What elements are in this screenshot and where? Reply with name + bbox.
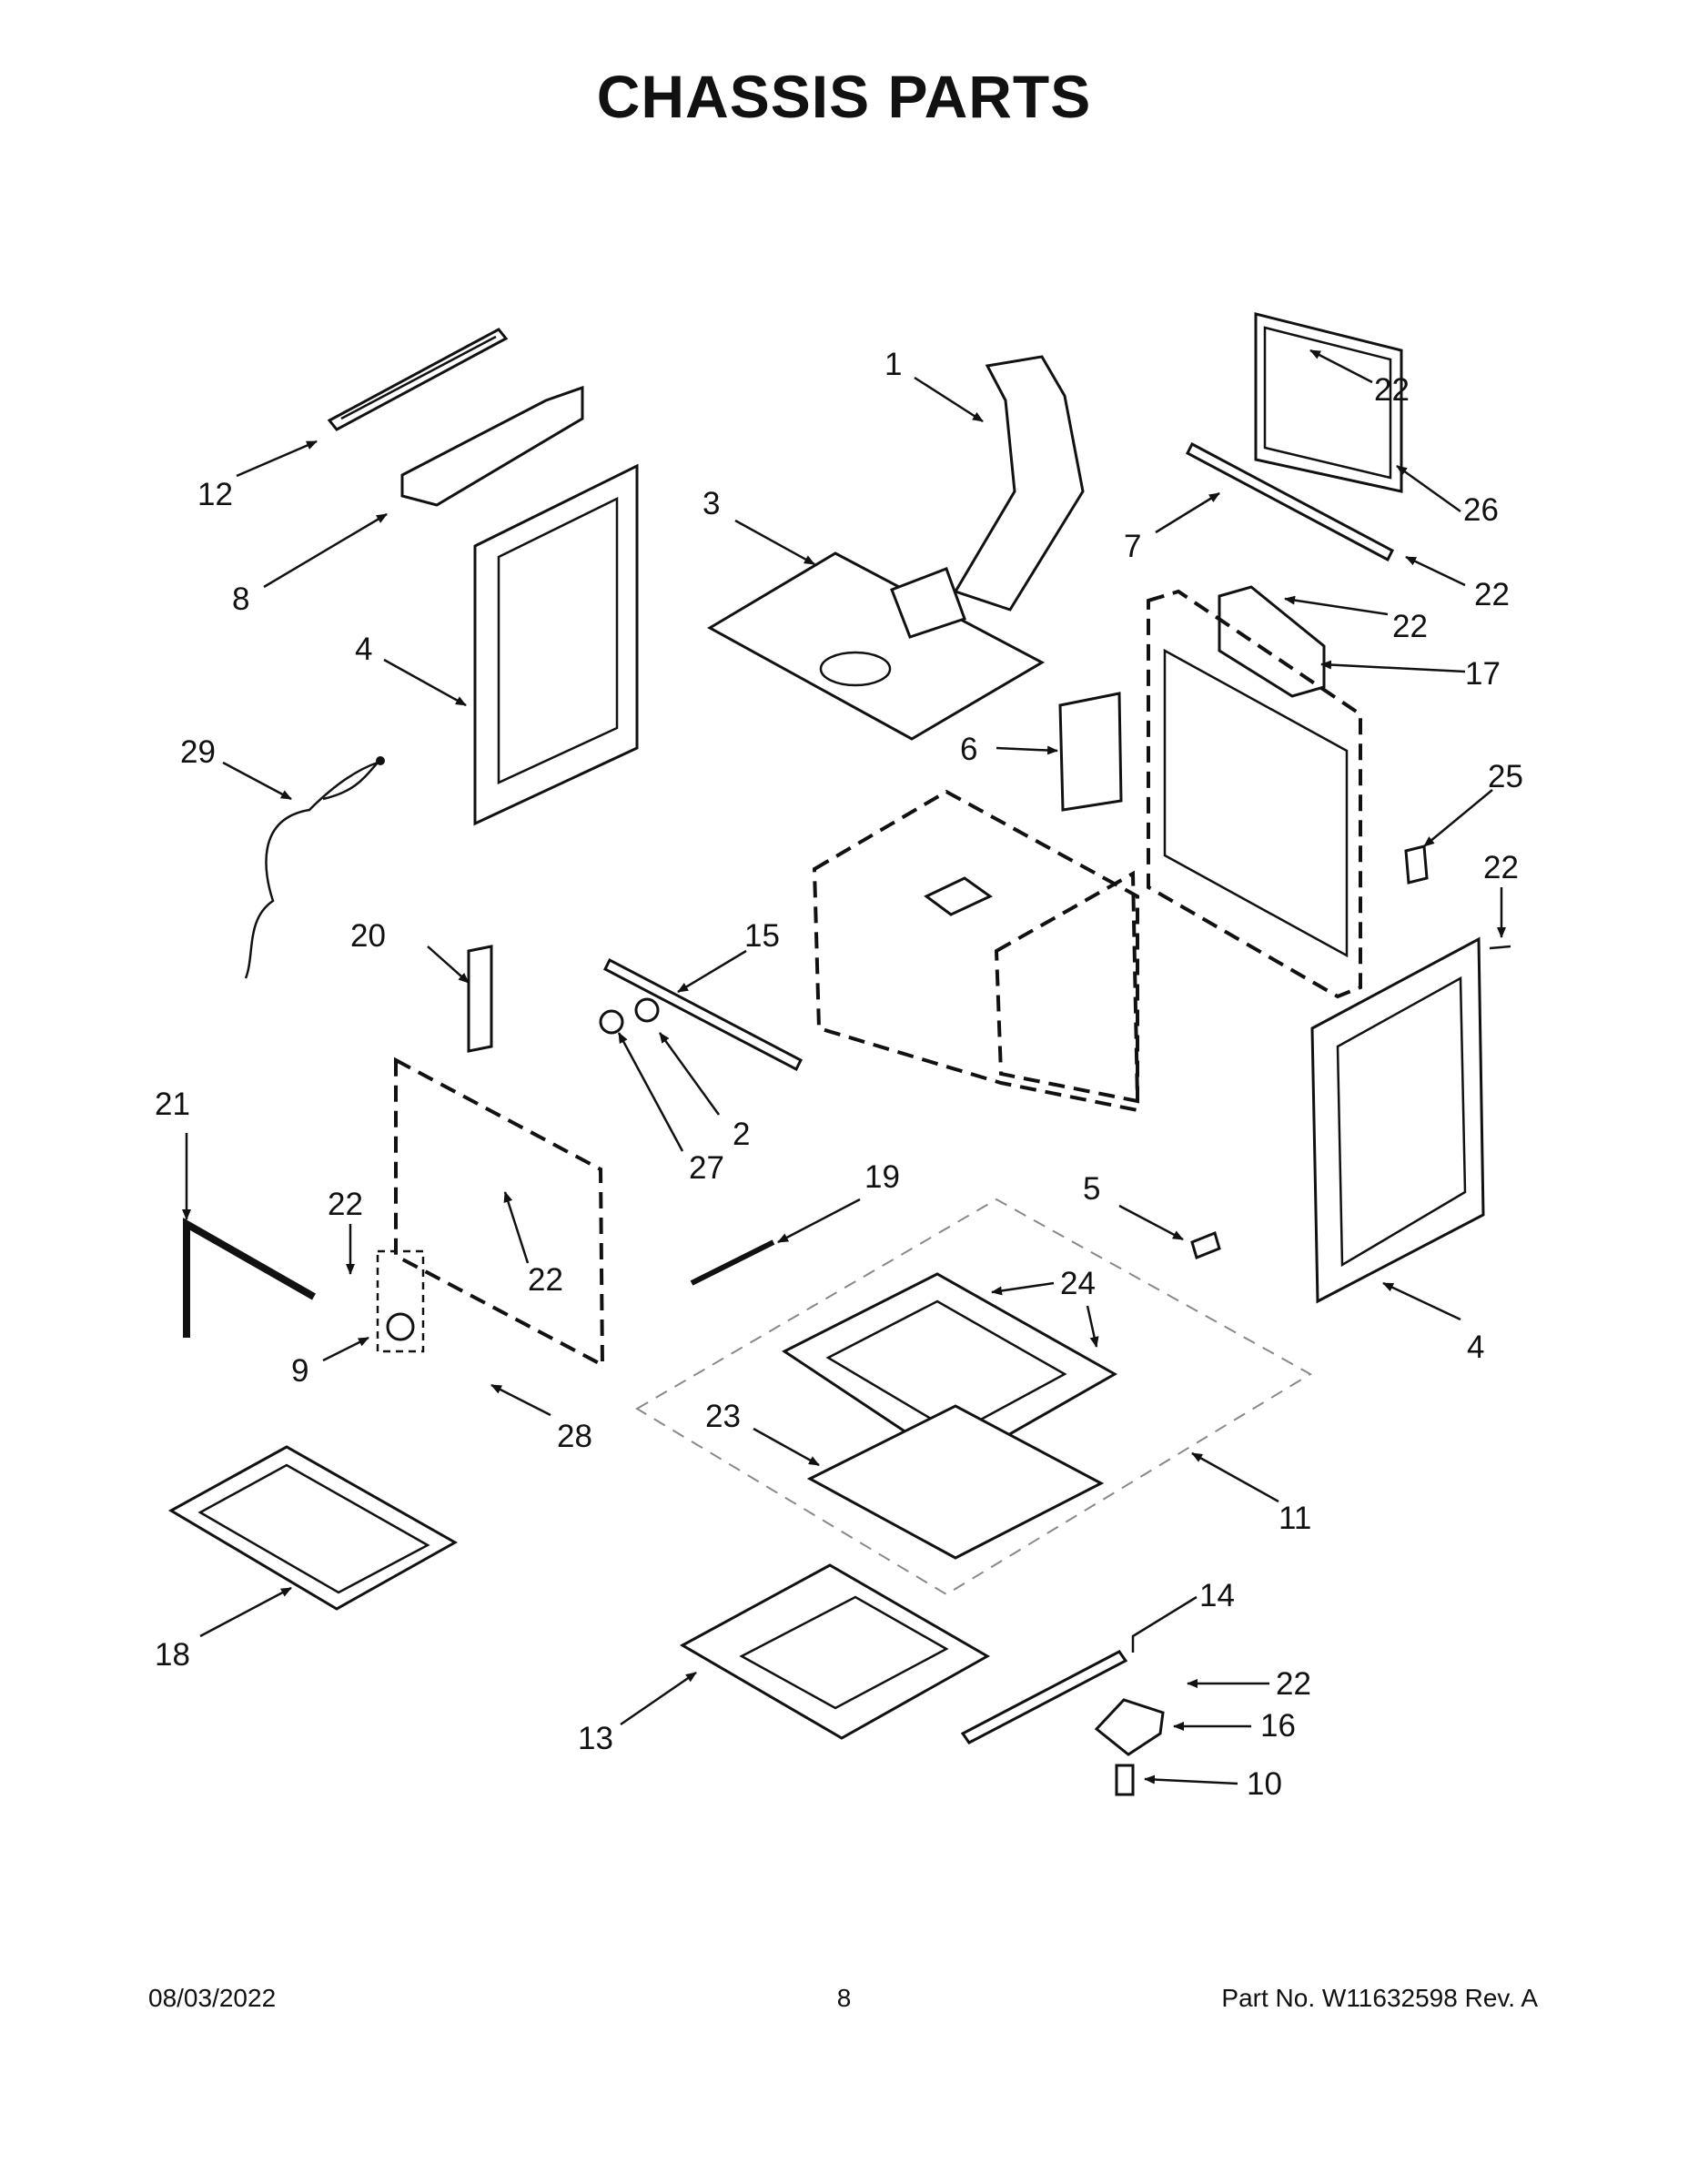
callout-29: 29	[180, 734, 216, 770]
part-1-vent-duct	[890, 355, 1085, 639]
callout-23: 23	[705, 1399, 741, 1434]
part-2-27-fasteners	[599, 997, 660, 1035]
part-9-hinge-group	[376, 1249, 425, 1353]
callout-5: 5	[1083, 1171, 1100, 1207]
callout-22-e: 22	[328, 1187, 363, 1222]
callout-14: 14	[1199, 1578, 1235, 1613]
callout-10: 10	[1247, 1766, 1282, 1802]
callout-22-g: 22	[1276, 1666, 1311, 1702]
callout-12: 12	[197, 477, 233, 512]
page-title: CHASSIS PARTS	[596, 63, 1092, 130]
callout-15: 15	[744, 918, 780, 954]
callout-11: 11	[1279, 1501, 1311, 1536]
oven-cavity	[812, 789, 1140, 1113]
callout-22-b: 22	[1474, 577, 1510, 612]
part-3-top-cover	[706, 551, 1046, 741]
footer-part-number: Part No. W11632598 Rev. A	[1221, 1984, 1538, 2012]
callout-22-f: 22	[528, 1262, 563, 1298]
callout-13: 13	[578, 1721, 613, 1756]
callout-8: 8	[232, 581, 249, 617]
callout-22-d: 22	[1483, 850, 1519, 885]
part-12-trim-strip	[327, 328, 509, 431]
part-19-probe	[690, 1239, 775, 1286]
part-4-side-panel-left	[473, 463, 639, 826]
part-4-side-panel-right	[1310, 936, 1485, 1304]
part-20-bracket	[467, 945, 493, 1053]
part-21-rod	[183, 1218, 316, 1338]
callout-25: 25	[1488, 759, 1523, 794]
callout-9: 9	[291, 1353, 308, 1389]
callout-18: 18	[155, 1637, 190, 1673]
part-26-gasket-frame	[1254, 312, 1403, 493]
part-8-bracket	[400, 385, 584, 507]
part-22-screw	[1489, 945, 1511, 950]
lower-side-frame	[394, 1057, 605, 1369]
callout-7: 7	[1124, 529, 1141, 564]
callout-24: 24	[1060, 1266, 1096, 1301]
callout-16: 16	[1260, 1708, 1296, 1744]
part-16-leveling-bracket	[1094, 1698, 1165, 1756]
leader-lines	[182, 349, 1506, 1785]
callout-22-a: 22	[1374, 372, 1410, 408]
part-13-bottom-panel	[679, 1563, 991, 1740]
callout-22-c: 22	[1392, 609, 1428, 644]
part-7-strip	[1186, 441, 1394, 562]
part-15-front-strip	[603, 957, 803, 1072]
callout-28: 28	[557, 1419, 592, 1454]
part-10-leveling-leg	[1115, 1764, 1135, 1796]
footer-page-number: 8	[836, 1984, 852, 2012]
callout-labels: 12 8 4 29 3 1 6 22 26 7 22 22 17 25 22 2…	[155, 347, 1523, 1802]
part-25-clip	[1404, 844, 1429, 885]
part-24-bake-tray	[782, 1272, 1118, 1467]
callout-4-right: 4	[1467, 1330, 1484, 1365]
footer-date: 08/03/2022	[148, 1984, 277, 2012]
part-29-power-cord	[244, 756, 385, 979]
callout-19: 19	[864, 1159, 900, 1195]
callout-21: 21	[155, 1087, 190, 1122]
callout-1: 1	[884, 347, 902, 382]
callout-6: 6	[960, 732, 977, 767]
callout-17: 17	[1465, 656, 1501, 692]
part-11-bottom-assembly-outline	[635, 1198, 1312, 1596]
part-23-insulation-sheet	[806, 1404, 1105, 1560]
rear-panel	[1147, 589, 1362, 999]
part-6-insulation-block	[1058, 692, 1123, 812]
part-17-bracket	[1218, 585, 1326, 698]
callout-20: 20	[350, 918, 386, 954]
callout-26: 26	[1463, 492, 1499, 528]
part-18-oven-rack	[167, 1445, 459, 1611]
part-14-kick-strip	[960, 1650, 1128, 1744]
callout-3: 3	[702, 486, 720, 521]
callout-2: 2	[733, 1117, 750, 1152]
part-5-clip	[1190, 1230, 1221, 1260]
callout-4-left: 4	[355, 632, 372, 667]
callout-27: 27	[689, 1150, 724, 1186]
